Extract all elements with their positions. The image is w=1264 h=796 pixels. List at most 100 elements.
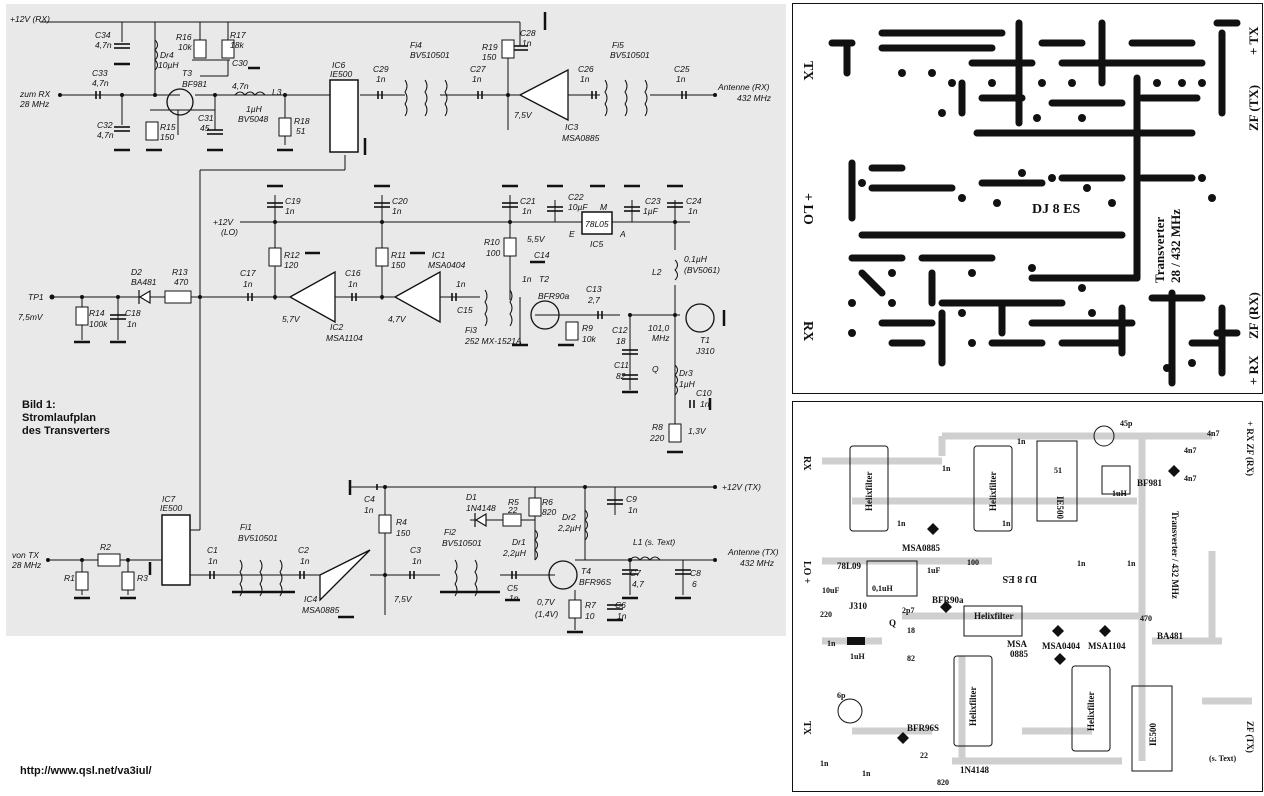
caption-line-3: des Transverters [22,425,110,437]
place-msa0885-a: MSA0885 [902,543,940,553]
helixfilter-2: Helixfilter [988,472,998,511]
value-c1: 1n [208,556,218,566]
label-dr2: Dr2 [562,512,576,522]
value-c2: 1n [300,556,310,566]
value-c30: 4,7n [232,81,249,91]
place-1n-e: 1n [1077,559,1086,568]
value-r15: 150 [160,132,174,142]
value-dr2: 2,2µH [557,523,582,533]
place-1uf: 1uF [927,566,940,575]
value-c27: 1n [472,74,482,84]
label-fi5: Fi5 [612,40,624,50]
label-c3: C3 [410,545,421,555]
value-c5: 1n [509,593,519,603]
label-c10: C10 [696,388,712,398]
value-c18: 1n [127,319,137,329]
pcb-subtitle-2: 28 / 432 MHz [1168,209,1183,283]
value-r6: 820 [542,507,556,517]
value-c10: 1n [700,399,710,409]
label-d1: D1 [466,492,477,502]
label-l3: L3 [272,87,282,97]
port-zum-rx-freq: 28 MHz [19,99,50,109]
ic5-regulator [581,211,613,235]
label-c31: C31 [198,113,214,123]
value-r16: 10k [178,42,192,52]
ic2-amplifier [288,270,336,324]
label-dr4: Dr4 [160,50,174,60]
type-ic5: 78L05 [585,219,609,229]
place-6p: 6p [837,691,846,700]
label-d2: D2 [131,267,142,277]
label-c17: C17 [240,268,256,278]
place-1uh-a: 1uH [1112,489,1127,498]
type-ic2: MSA1104 [326,333,363,343]
value-c26: 1n [580,74,590,84]
t3-transistor [166,88,194,116]
place-mirror-dj: DJ 8 ES [1002,573,1037,584]
value-r13: 470 [174,277,188,287]
label-c33: C33 [92,68,108,78]
label-c25: C25 [674,64,690,74]
label-r16: R16 [176,32,192,42]
type-fi3: 252 MX-1521A [464,336,522,346]
transistor-symbols [166,88,715,590]
place-msa0885-b-2: 0885 [1010,649,1029,659]
value-r4: 150 [396,528,410,538]
place-msa0404: MSA0404 [1042,641,1080,651]
value-r17: 18k [230,40,244,50]
label-c1: C1 [207,545,218,555]
value-c24: 1n [688,206,698,216]
value-c28: 1n [522,38,532,48]
place-820: 820 [937,778,949,787]
value-dr3: 1µH [679,379,696,389]
value-r9: 10k [582,334,596,344]
label-dr1: Dr1 [512,537,526,547]
pcb-label-rx-plus: + RX [1246,355,1261,385]
label-c15: C15 [457,305,473,315]
type-ic1: MSA0404 [428,260,466,270]
type-d2: BA481 [131,277,157,287]
ic1-amplifier [393,270,441,324]
label-c12: C12 [612,325,628,335]
place-4n7-c: 4n7 [1184,474,1196,483]
label-c24: C24 [686,196,702,206]
place-22: 22 [920,751,928,760]
ie500-blocks [161,79,613,586]
label-r19: R19 [482,42,498,52]
port-antenne-tx-freq: 432 MHz [740,558,775,568]
port-antenne-rx-freq: 432 MHz [737,93,772,103]
value-c14: 1n [522,274,532,284]
pin-a-ic5: A [619,229,626,239]
value-c7: 4,7 [632,579,644,589]
placement-outlines [837,425,1173,772]
port-antenne-rx: Antenne (RX) [717,82,770,92]
voltage-ic3: 7,5V [514,110,533,120]
value-c13: 2,7 [587,295,600,305]
helixfilter-1: Helixfilter [864,472,874,511]
rail-lo-label: +12V [213,217,234,227]
t4-transistor [548,560,578,590]
voltage-r10: 5,5V [527,234,546,244]
ground-symbols [74,12,726,634]
place-bf981: BF981 [1137,478,1163,488]
value-c33: 4,7n [92,78,109,88]
type-t1: J310 [695,346,715,356]
type-ic3: MSA0885 [562,133,600,143]
value-r5: 22 [507,505,518,515]
label-c32: C32 [97,120,113,130]
label-fi2: Fi2 [444,527,456,537]
type-l3: BV5048 [238,114,269,124]
pcb-label-zf-tx: ZF (TX) [1246,85,1261,131]
crystal-freq: 101,0 [648,323,670,333]
place-stext: (s. Text) [1209,754,1236,763]
place-mirror-title: Transverter / 432 MHz [1170,511,1180,599]
label-c20: C20 [392,196,408,206]
type-l2: (BV5061) [684,265,720,275]
value-c17: 1n [243,279,253,289]
ic3-amplifier [518,68,569,122]
port-von-tx: von TX [12,550,39,560]
label-c11: C11 [614,360,629,370]
place-msa0885-b: MSA [1007,639,1028,649]
value-r18: 51 [296,126,306,136]
